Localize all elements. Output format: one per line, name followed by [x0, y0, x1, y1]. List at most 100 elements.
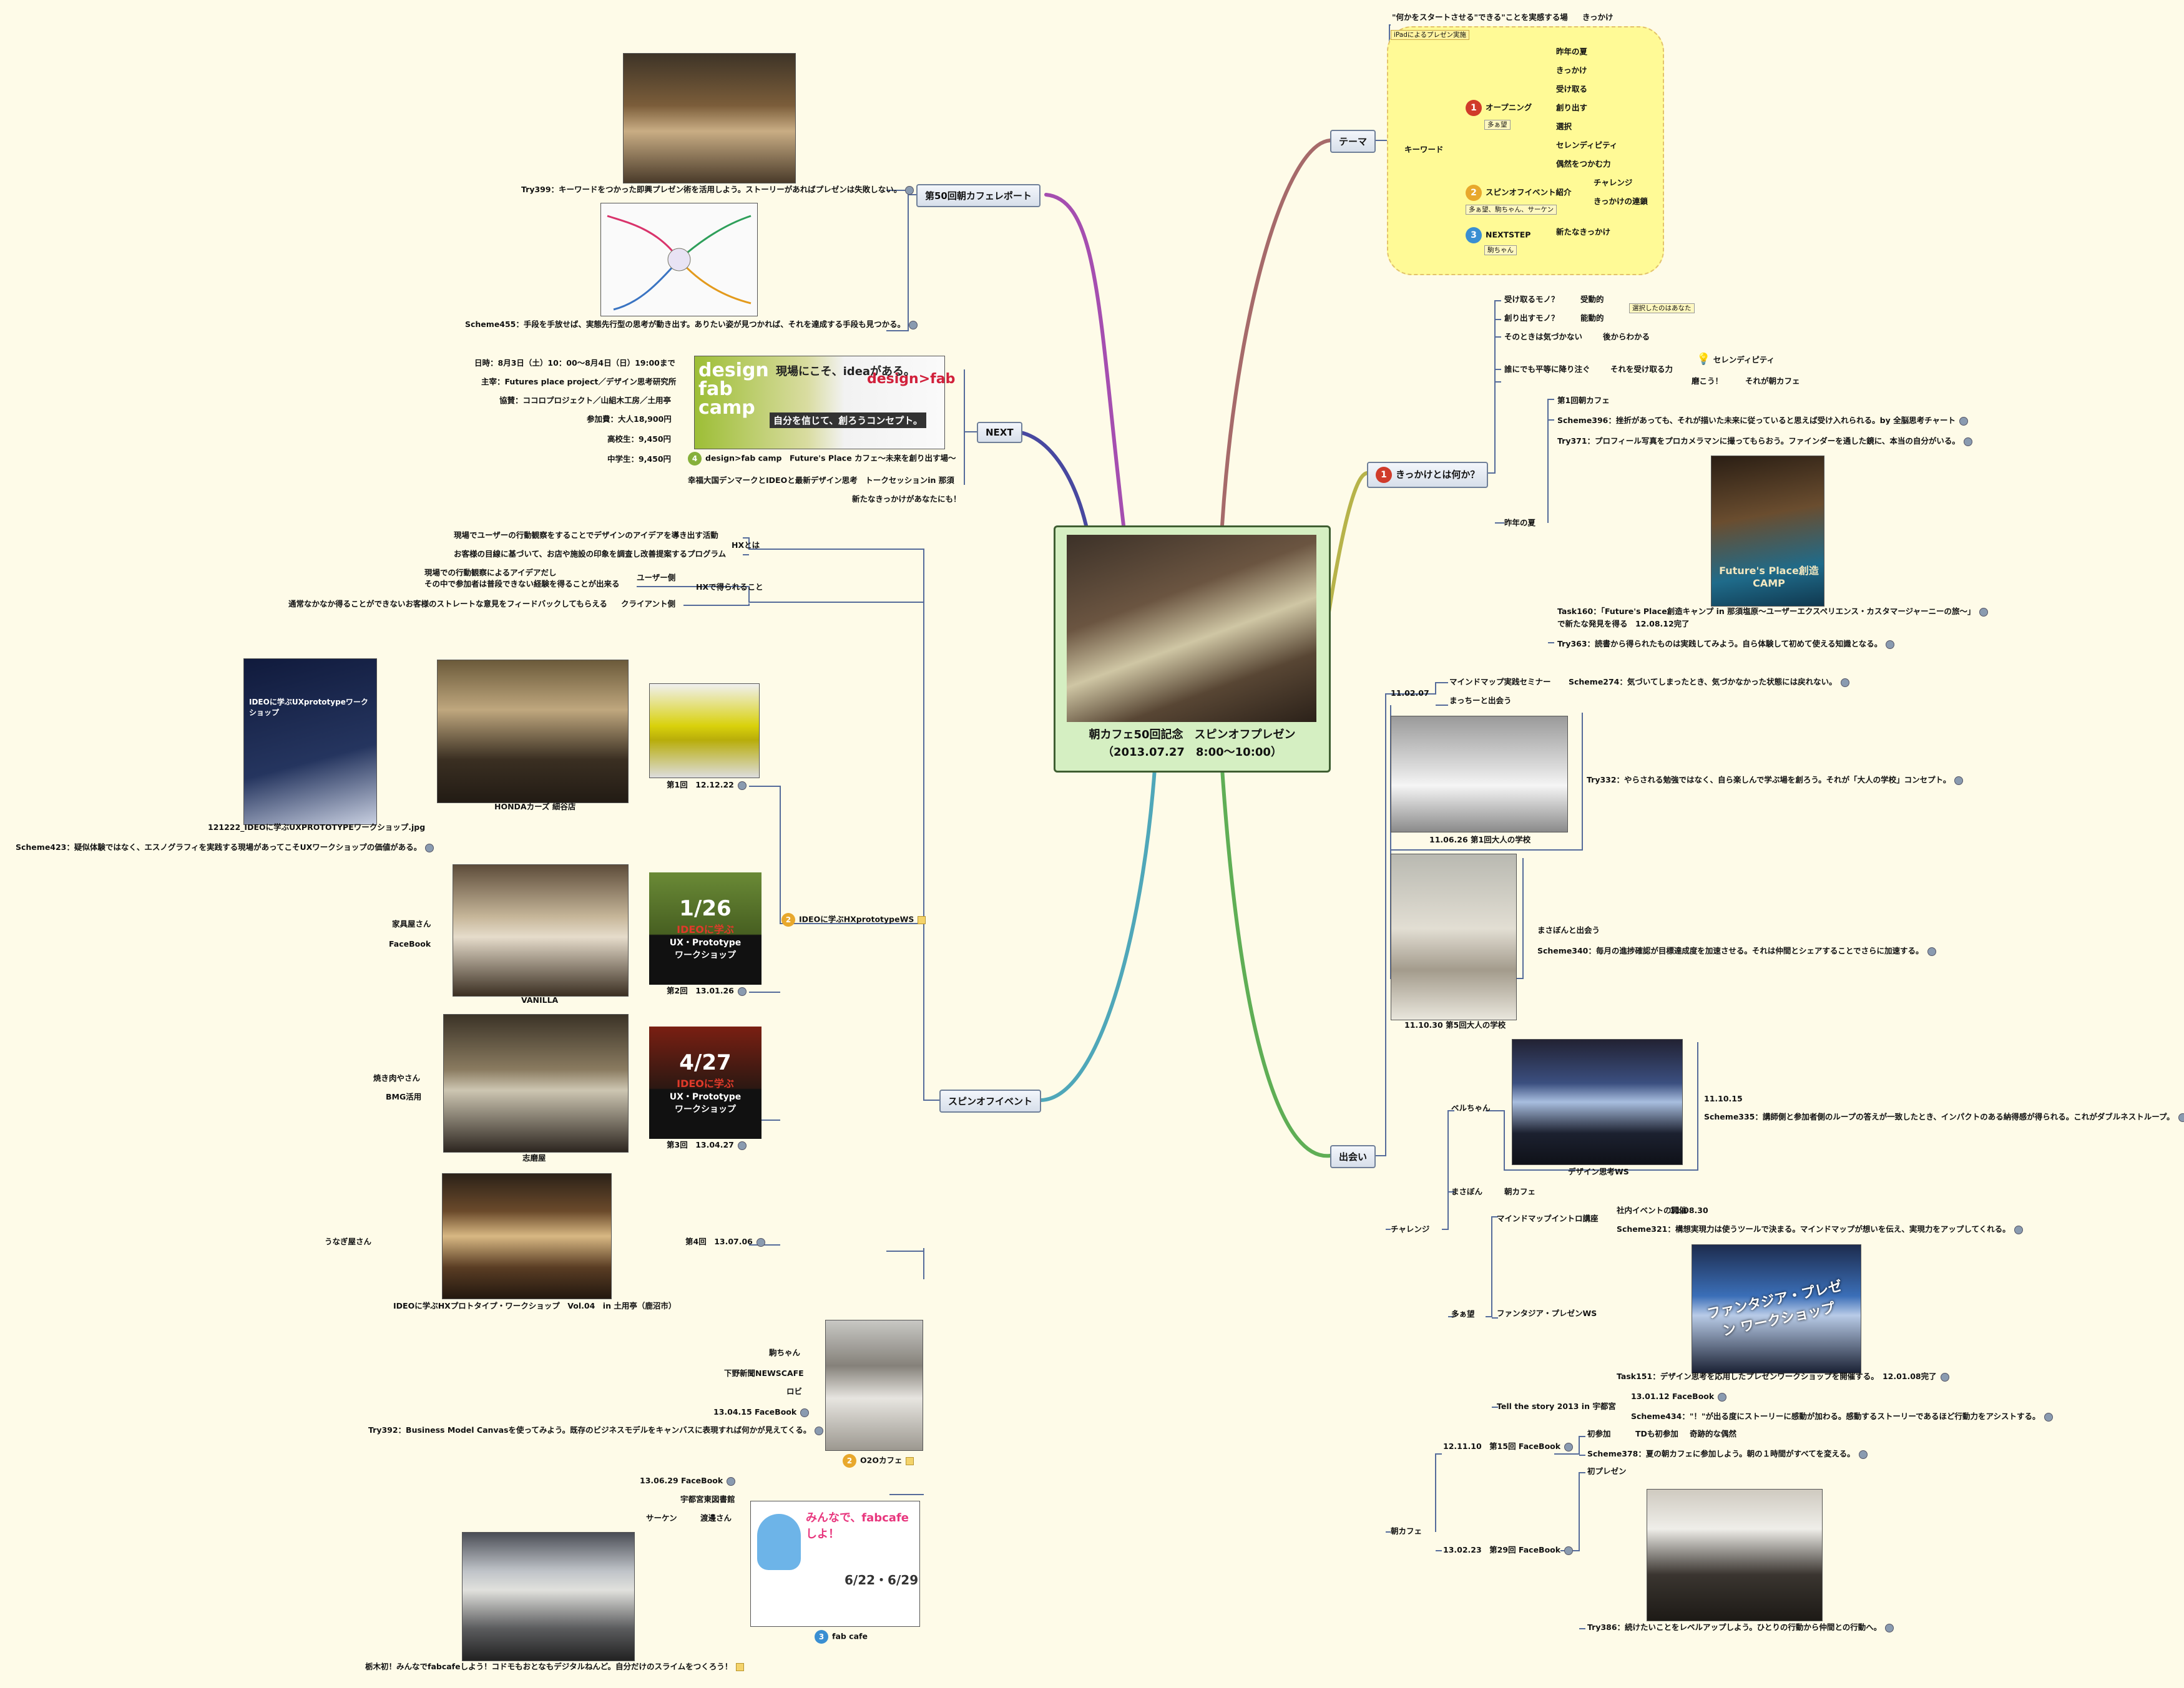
link-icon[interactable] — [1979, 607, 1988, 617]
link-icon[interactable] — [737, 1141, 747, 1150]
spinoff-img-caption[interactable]: 121222_IDEOに学ぶUXPROTOTYPEワークショップ.jpg — [208, 822, 426, 832]
report-scheme455[interactable]: Scheme455：手段を手放せば、実態先行型の思考が動き出す。ありたい姿が見つ… — [465, 320, 918, 329]
spinoff-library[interactable]: 宇都宮東図書館 — [680, 1495, 735, 1504]
deai-scheme340[interactable]: Scheme340：毎月の進捗確認が目標達成度を加速させる。それは仲間とシェアす… — [1537, 946, 1936, 956]
link-icon[interactable] — [2044, 1412, 2053, 1422]
deai-date-130112[interactable]: 13.01.12 FaceBook — [1631, 1392, 1727, 1402]
spinoff-facebook[interactable]: FaceBook — [389, 939, 431, 949]
opening-item[interactable]: 創り出す — [1556, 103, 1588, 112]
spinoff-fb0415[interactable]: 13.04.15 FaceBook — [713, 1407, 810, 1417]
deai-challenge[interactable]: チャレンジ — [1391, 1224, 1430, 1234]
opening-item[interactable]: セレンディピティ — [1556, 140, 1618, 150]
link-icon[interactable] — [1564, 1546, 1574, 1555]
spinoff-vol4[interactable]: IDEOに学ぶHXプロトタイプ・ワークショップ Vol.04 in 土用亭（鹿沼… — [393, 1301, 677, 1310]
link-icon[interactable] — [1954, 776, 1964, 785]
branch-deai[interactable]: 出会い — [1330, 1145, 1376, 1168]
deai-first-join[interactable]: 初参加 — [1587, 1429, 1611, 1438]
deai-date-121110[interactable]: 12.11.10 第15回 FaceBook — [1443, 1442, 1574, 1451]
deai-date-111015[interactable]: 11.10.15 — [1704, 1094, 1743, 1103]
spinoff-unagi[interactable]: うなぎ屋さん — [325, 1237, 372, 1246]
spinoff-yakiniku[interactable]: 焼き肉やさん — [373, 1073, 421, 1083]
deai-try386[interactable]: Try386：続けたいことをレベルアップしよう。ひとりの行動から仲間との行動へ。 — [1587, 1622, 1894, 1632]
next-dates[interactable]: 日時：8月3日（土）10：00〜8月4日（日）19:00まで — [474, 358, 675, 368]
opening-item[interactable]: 受け取る — [1556, 84, 1588, 94]
kikkake-later[interactable]: 後からわかる — [1603, 332, 1650, 341]
link-icon[interactable] — [909, 320, 918, 329]
next-high[interactable]: 高校生：9,450円 — [607, 434, 672, 444]
central-topic[interactable]: 朝カフェ50回記念 スピンオフプレゼン （2013.07.27 8:00〜10:… — [1054, 525, 1331, 773]
link-icon[interactable] — [1840, 678, 1849, 687]
deai-masabon2[interactable]: まさぼん — [1451, 1187, 1483, 1196]
spinoff-bmg[interactable]: BMG活用 — [386, 1092, 422, 1101]
link-icon[interactable] — [756, 1237, 765, 1247]
spinoff-try392[interactable]: Try392：Business Model Canvasを使ってみよう。既存のビ… — [368, 1425, 824, 1435]
branch-theme[interactable]: テーマ — [1330, 130, 1376, 153]
deai-taabo[interactable]: 多ぁ望 — [1451, 1309, 1475, 1319]
spinoff-hx-is-2[interactable]: お客様の目線に基づいて、お店や施設の印象を調査し改善提案するプログラム — [454, 549, 727, 559]
deai-date-130223[interactable]: 13.02.23 第29回 FaceBook — [1443, 1545, 1574, 1555]
theme-statement[interactable]: "何かをスタートさせる"できる"ことを実感する場 — [1392, 12, 1568, 22]
deai-mm-intro[interactable]: マインドマップイントロ講座 — [1497, 1214, 1599, 1223]
deai-fantasia[interactable]: ファンタジア・プレゼンWS — [1497, 1309, 1597, 1318]
theme-new-chance[interactable]: 新たなきっかけ — [1556, 227, 1611, 237]
deai-miracle[interactable]: 奇跡的な偶然 — [1690, 1429, 1737, 1438]
kikkake-accept[interactable]: それを受け取る力 — [1610, 364, 1673, 374]
kikkake-asacafe[interactable]: それが朝カフェ — [1745, 376, 1800, 386]
kikkake-receive-value[interactable]: 受動的 — [1580, 295, 1604, 304]
next-denmark[interactable]: 幸福大国デンマークとIDEOと最新デザイン思考 トークセッションin 那須 — [688, 476, 954, 485]
spinoff-client-side[interactable]: クライアント側 — [621, 599, 676, 608]
note-pin-icon[interactable] — [736, 1663, 745, 1671]
branch-report[interactable]: 第50回朝カフェレポート — [916, 184, 1041, 207]
link-icon[interactable] — [905, 185, 914, 195]
spinoff-fb0629[interactable]: 13.06.29 FaceBook — [640, 1476, 736, 1486]
link-icon[interactable] — [737, 987, 747, 996]
link-icon[interactable] — [1886, 640, 1895, 649]
kikkake-wake[interactable]: 磨こう！ — [1692, 376, 1723, 386]
link-icon[interactable] — [727, 1476, 736, 1486]
opening-item[interactable]: 偶然をつかむ力 — [1556, 159, 1611, 168]
kikkake-task160[interactable]: Task160：「Future's Place創造キャンプ in 那須塩原〜ユー… — [1557, 607, 1988, 617]
deai-date-110207[interactable]: 11.02.07 — [1391, 688, 1429, 698]
link-icon[interactable] — [815, 1426, 824, 1435]
kikkake-create-value[interactable]: 能動的 — [1580, 313, 1604, 323]
deai-first-pres[interactable]: 初プレゼン — [1587, 1466, 1627, 1476]
spinoff-shimotsuke[interactable]: 下野新聞NEWSCAFE — [724, 1368, 804, 1378]
link-icon[interactable] — [1885, 1623, 1894, 1632]
kikkake-scheme396[interactable]: Scheme396：挫折があっても、それが描いた未来に従っていると思えば受け入れ… — [1557, 416, 1968, 426]
spinoff-saaken[interactable]: サーケン — [646, 1513, 677, 1523]
deai-scheme434[interactable]: Scheme434："！"が出る度にストーリーに感動が加わる。感動するストーリー… — [1631, 1412, 2053, 1422]
spinoff-client-side-1[interactable]: 通常なかなか得ることができないお客様のストレートな意見をフィードバックしてもらえ… — [288, 599, 607, 608]
deai-scheme378[interactable]: Scheme378：夏の朝カフェに参加しよう。朝の１時間がすべてを変える。 — [1587, 1449, 1868, 1459]
link-icon[interactable] — [800, 1408, 810, 1417]
report-try399[interactable]: Try399：キーワードをつかった即興プレゼン術を活用しよう。ストーリーがあれば… — [521, 185, 914, 195]
deai-macchi[interactable]: まっちーと出会う — [1449, 696, 1512, 705]
link-icon[interactable] — [1959, 416, 1968, 426]
spinoff-kagu[interactable]: 家具屋さん — [392, 919, 431, 929]
spinoff-hx-is[interactable]: HXとは — [732, 540, 760, 550]
next-fee[interactable]: 参加費：大人18,900円 — [587, 414, 672, 424]
deai-tell-story[interactable]: Tell the story 2013 in 宇都宮 — [1497, 1402, 1616, 1411]
spinoff-hx-get[interactable]: HXで得られること — [696, 582, 763, 592]
link-icon[interactable] — [1718, 1392, 1727, 1402]
deai-mindmap-seminar[interactable]: マインドマップ実践セミナー — [1449, 677, 1551, 686]
spinoff-tochigi[interactable]: 栃木初！みんなでfabcafeしよう！コドモもおとなもデジタルねんど。自分だけの… — [365, 1662, 745, 1672]
deai-asacafe2[interactable]: 朝カフェ — [1391, 1526, 1423, 1536]
kikkake-last-summer[interactable]: 昨年の夏 — [1504, 518, 1536, 527]
link-icon[interactable] — [425, 843, 434, 852]
deai-scheme335[interactable]: Scheme335：講師側と参加者側のループの答えが一致したとき、インパクトのあ… — [1704, 1112, 2184, 1122]
deai-asacafe[interactable]: 朝カフェ — [1504, 1187, 1536, 1196]
link-icon[interactable] — [737, 781, 747, 790]
branch-spinoff[interactable]: スピンオフイベント — [939, 1090, 1042, 1113]
spinoff-ws1[interactable]: 第1回 12.12.22 — [667, 780, 747, 790]
spinoff-watanabe[interactable]: 渡邊さん — [700, 1513, 732, 1523]
deai-company-event[interactable]: 社内イベントの開催 — [1617, 1206, 1687, 1215]
kikkake-serendipity[interactable]: 💡 セレンディピティ — [1697, 353, 1775, 366]
deai-masabon[interactable]: まさぼんと出会う — [1537, 925, 1600, 935]
deai-scheme274[interactable]: Scheme274：気づいてしまったとき、気づかなかった状態には戻れない。 — [1569, 677, 1849, 687]
